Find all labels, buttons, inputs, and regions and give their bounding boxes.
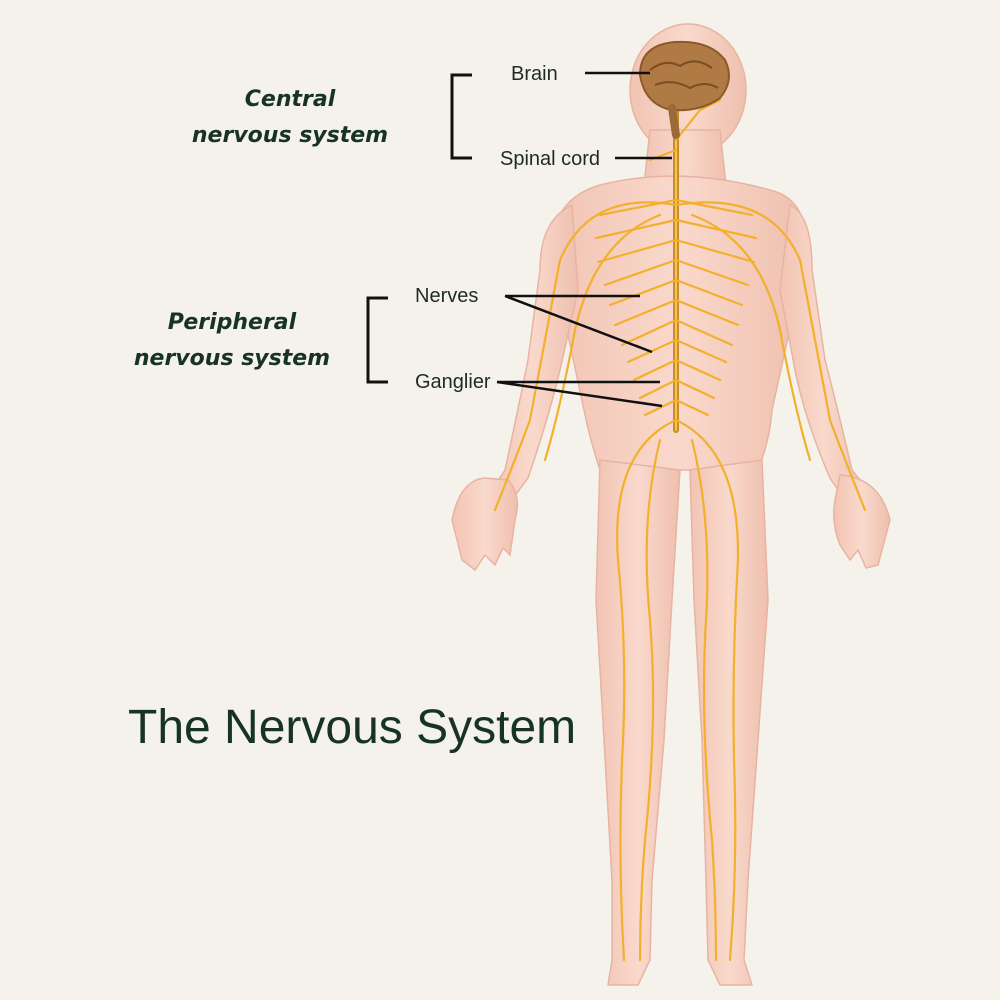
right-hand-shape: [834, 475, 890, 568]
left-hand-shape: [452, 478, 517, 570]
peripheral-heading-line2: nervous system: [122, 341, 342, 377]
brain-label: Brain: [511, 63, 558, 86]
right-arm-shape: [780, 205, 868, 500]
central-bracket: [452, 75, 472, 158]
peripheral-bracket: [368, 298, 388, 382]
central-nervous-system-heading: Central nervous system: [180, 82, 400, 154]
peripheral-nervous-system-heading: Peripheral nervous system: [122, 305, 342, 377]
ganglia-label: Ganglier: [415, 371, 491, 394]
left-leg-shape: [596, 460, 680, 985]
central-heading-line1: Central: [180, 82, 400, 118]
page-title: The Nervous System: [128, 700, 576, 755]
central-heading-line2: nervous system: [180, 118, 400, 154]
peripheral-heading-line1: Peripheral: [122, 305, 342, 341]
nerves-label: Nerves: [415, 285, 478, 308]
right-leg-shape: [690, 460, 768, 985]
spinal-cord-label: Spinal cord: [500, 148, 600, 171]
